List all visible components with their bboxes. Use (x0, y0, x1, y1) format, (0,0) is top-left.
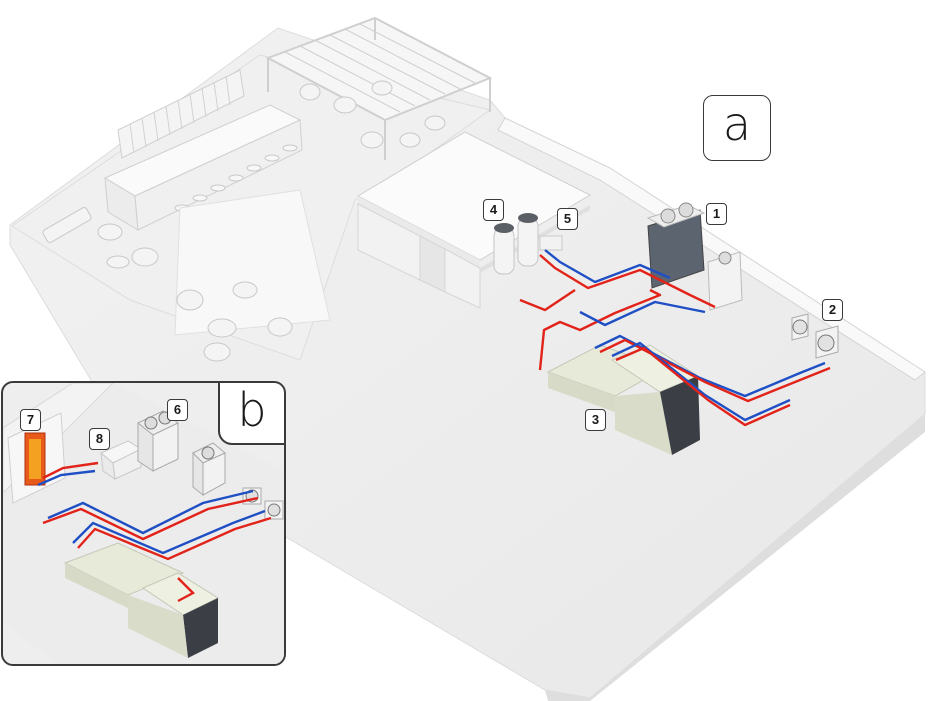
inset-scene (3, 383, 284, 664)
panel-label-a: a (703, 95, 771, 161)
outdoor-unit-vrf (646, 202, 743, 311)
inset-panel-b: b 6 7 8 (1, 381, 286, 666)
callout-8: 8 (89, 428, 110, 450)
callout-1: 1 (706, 203, 727, 225)
callout-4: 4 (483, 199, 504, 221)
pipe-network (519, 249, 831, 427)
shade-sail (174, 189, 331, 336)
lounge-furniture (42, 80, 446, 362)
split-outdoor-units (791, 313, 839, 359)
callout-2: 2 (822, 299, 843, 321)
heat-exchanger-unit (539, 235, 563, 251)
callout-7: 7 (20, 409, 41, 431)
panel-label-b: b (218, 383, 284, 445)
air-handling-unit (546, 344, 700, 455)
callout-5: 5 (557, 208, 578, 230)
bar-counter (103, 104, 303, 231)
callout-6: 6 (167, 399, 188, 421)
perimeter-wall (497, 117, 926, 381)
callout-3: 3 (585, 409, 606, 431)
hot-water-tanks (493, 213, 539, 275)
bar-shelf-wall (117, 69, 245, 159)
